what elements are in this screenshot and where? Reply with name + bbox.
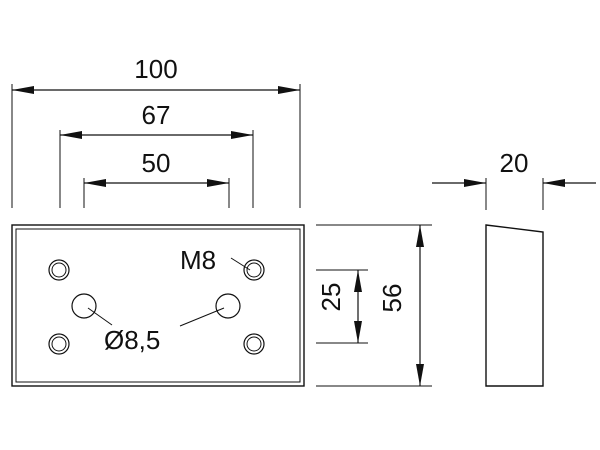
through-hole-right [215, 293, 241, 319]
thread-callout: M8 [180, 245, 216, 275]
threaded-holes [48, 259, 265, 355]
dimension-100: 100 [12, 54, 300, 94]
dimension-50: 50 [84, 148, 229, 187]
leader-lines [87, 257, 251, 327]
dimension-67: 67 [60, 100, 253, 139]
threaded-hole-bottom-left [48, 333, 70, 355]
dimension-overall-width: 100 [134, 54, 177, 84]
dimension-56: 56 [377, 225, 424, 386]
dimension-thread-spacing: 67 [142, 100, 171, 130]
through-hole-left [71, 293, 97, 319]
dimension-25: 25 [316, 270, 362, 343]
dimension-20: 20 [432, 148, 596, 187]
threaded-hole-bottom-right [243, 333, 265, 355]
plate-front-view [11, 224, 305, 387]
dimension-hole-spacing: 50 [142, 148, 171, 178]
dimension-hole-vertical-offset: 25 [316, 283, 346, 312]
dimension-overall-height: 56 [377, 284, 407, 313]
extension-lines-right [316, 224, 432, 387]
threaded-hole-top-left [48, 259, 70, 281]
through-holes [71, 293, 241, 319]
threaded-hole-top-right [243, 259, 265, 281]
dimension-thickness: 20 [500, 148, 529, 178]
extension-lines-side [485, 178, 544, 210]
hole-diameter-callout: Ø8,5 [104, 325, 160, 355]
plate-side-view [485, 224, 544, 387]
